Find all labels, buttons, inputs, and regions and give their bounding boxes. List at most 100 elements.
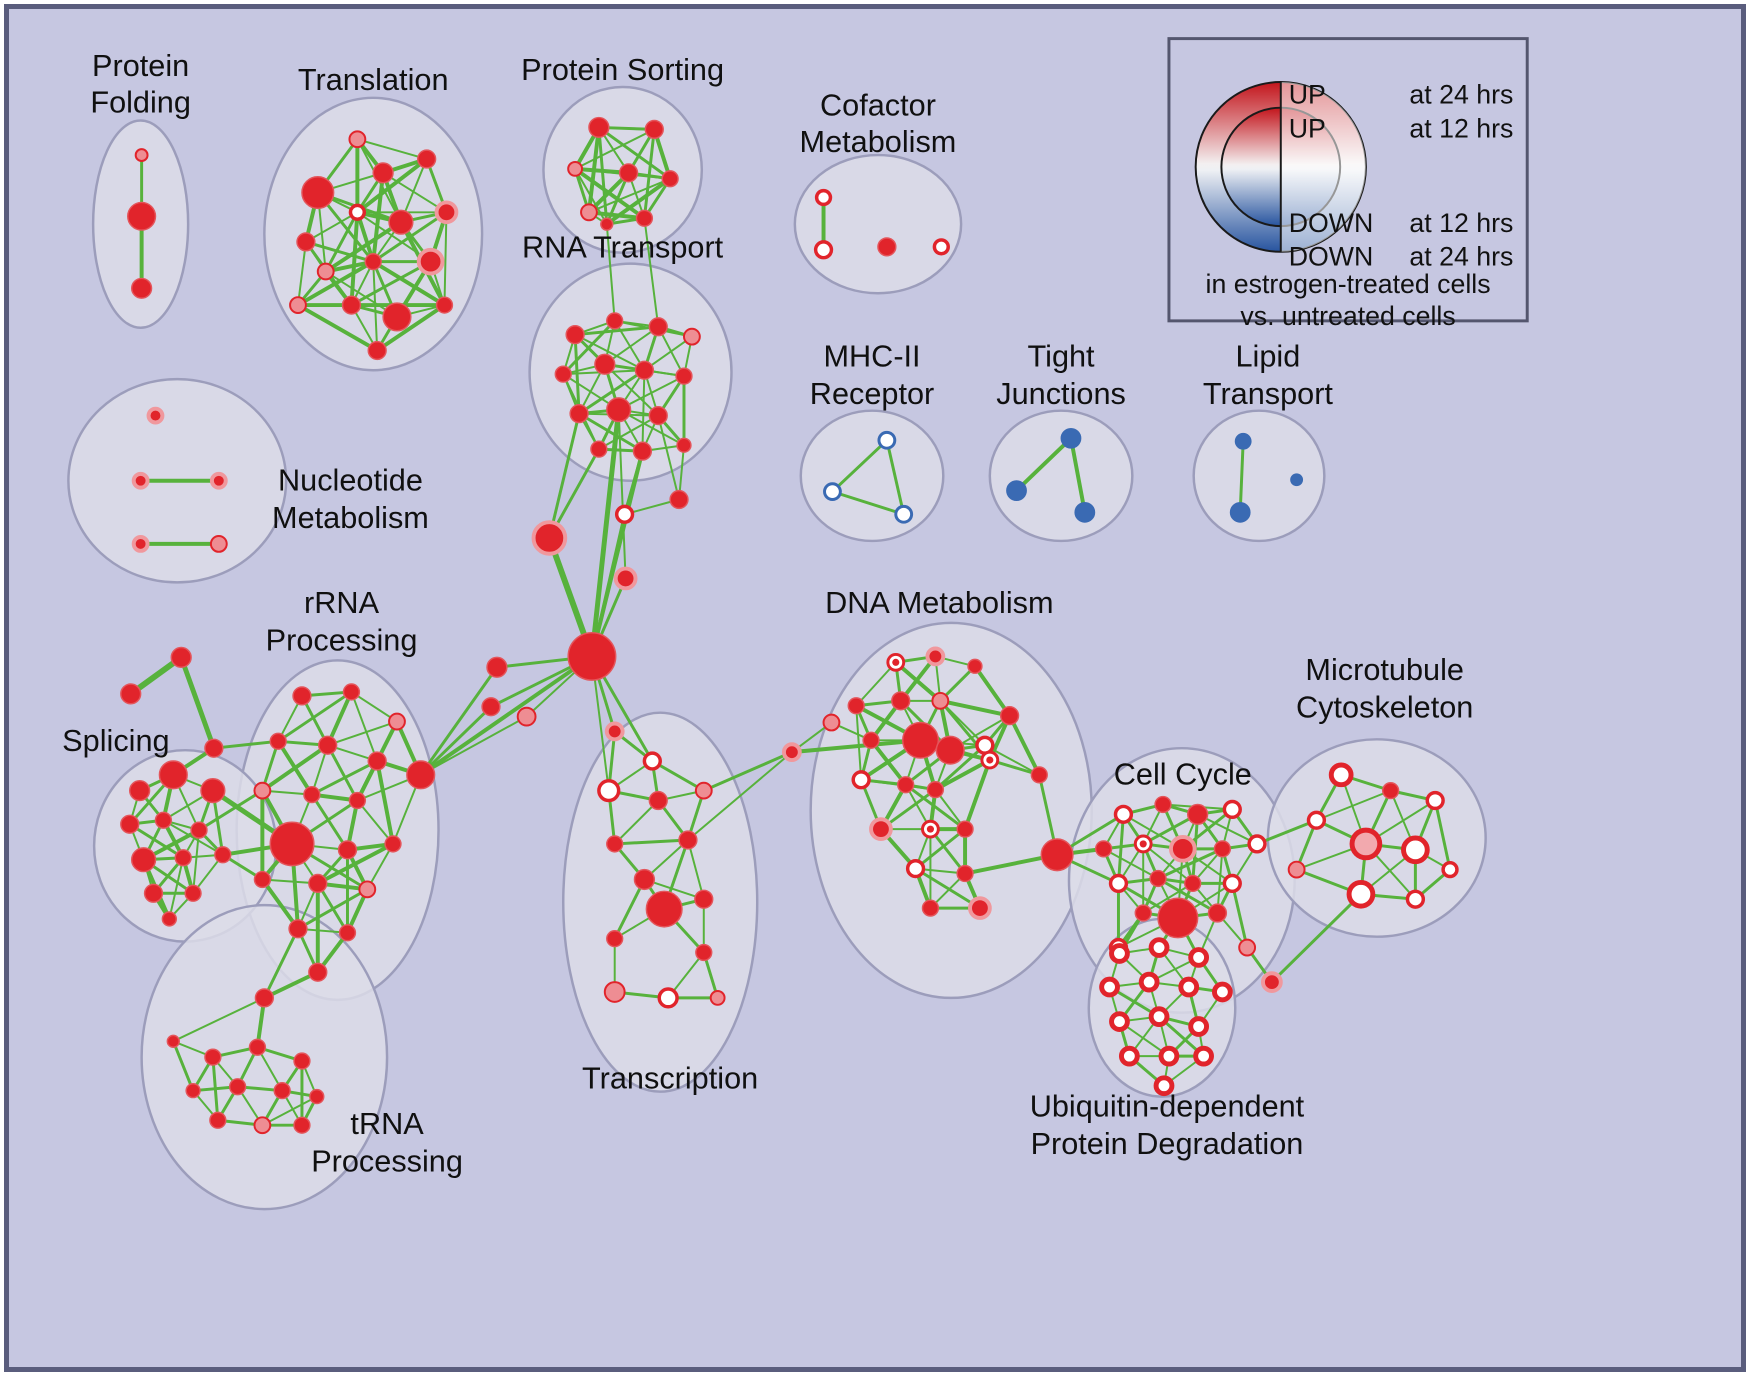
network-node-rrna-17[interactable] [338,924,357,942]
network-node-translation-13[interactable] [382,302,412,332]
node-circle[interactable] [1222,799,1242,820]
node-circle[interactable] [1094,840,1113,858]
node-circle[interactable] [388,712,406,731]
node-circle[interactable] [956,864,974,883]
node-circle[interactable] [935,735,965,765]
network-node-splicing-6[interactable] [130,847,157,873]
node-circle[interactable] [894,504,914,524]
network-node-trna-0[interactable] [254,988,274,1008]
network-node-ubiquitin-3[interactable] [1099,976,1120,998]
network-node-lipid-2[interactable] [1290,473,1304,487]
network-node-protein_sorting-0[interactable] [588,116,610,139]
network-node-ubiquitin-0[interactable] [1109,943,1130,964]
node-circle[interactable] [348,791,367,810]
node-circle[interactable] [161,911,178,927]
node-circle[interactable] [822,713,841,732]
node-circle[interactable] [1234,432,1252,450]
node-circle[interactable] [293,1052,311,1070]
network-node-translation-3[interactable] [417,149,437,169]
network-node-rna_transport-5[interactable] [594,353,616,375]
network-node-tight_junctions-1[interactable] [1006,480,1027,501]
node-circle[interactable] [851,770,871,790]
node-circle[interactable] [1118,1045,1140,1067]
node-circle[interactable] [1401,835,1430,865]
node-circle[interactable] [1168,835,1197,863]
node-circle[interactable] [146,406,165,425]
network-node-rrna-18[interactable] [308,962,328,982]
node-circle[interactable] [1006,480,1027,501]
network-node-dna_metabolism-22[interactable] [921,899,940,917]
node-circle[interactable] [154,811,173,829]
network-node-protein_folding-2[interactable] [130,277,153,299]
node-circle[interactable] [877,430,897,450]
network-node-dna_metabolism-9[interactable] [935,735,965,765]
node-circle[interactable] [367,340,387,361]
node-circle[interactable] [288,919,308,939]
node-circle[interactable] [648,405,668,426]
node-circle[interactable] [1184,874,1202,893]
network-node-ubiquitin-1[interactable] [1148,937,1170,958]
node-circle[interactable] [597,779,621,803]
network-node-free-3[interactable] [613,566,638,591]
network-node-dna_metabolism-17[interactable] [921,819,940,839]
network-node-lipid-0[interactable] [1234,432,1252,450]
node-circle[interactable] [606,835,624,853]
node-circle[interactable] [1213,840,1232,858]
node-circle[interactable] [1153,1075,1175,1097]
network-node-translation-4[interactable] [296,232,316,252]
network-node-cell_cycle-4[interactable] [1094,840,1113,858]
network-node-rrna-9[interactable] [348,791,367,810]
network-node-transcription-0[interactable] [604,721,625,742]
node-circle[interactable] [1157,897,1199,939]
node-circle[interactable] [633,868,656,891]
network-node-free-7[interactable] [516,706,537,727]
network-node-free-14[interactable] [822,713,841,732]
node-circle[interactable] [925,646,946,667]
node-circle[interactable] [337,840,358,860]
network-node-dna_metabolism-13[interactable] [897,776,915,794]
network-node-microtubule-8[interactable] [1405,889,1426,909]
node-circle[interactable] [1229,501,1251,523]
node-circle[interactable] [318,735,338,755]
network-node-free-13[interactable] [1260,971,1283,993]
network-node-rna_transport-8[interactable] [569,404,589,424]
network-node-ubiquitin-13[interactable] [1153,1075,1175,1097]
network-node-splicing-3[interactable] [120,814,140,834]
network-node-ubiquitin-2[interactable] [1188,947,1210,968]
network-node-rna_transport-4[interactable] [554,365,572,383]
network-node-cofactor-3[interactable] [932,238,950,256]
network-node-transcription-4[interactable] [648,790,668,811]
network-node-transcription-1[interactable] [642,751,662,771]
network-node-trna-4[interactable] [185,1083,201,1099]
network-node-translation-10[interactable] [416,247,445,276]
network-node-cell_cycle-15[interactable] [1207,903,1228,923]
network-node-rrna-0[interactable] [292,686,312,706]
node-circle[interactable] [342,683,361,701]
network-node-rna_transport-2[interactable] [648,317,668,337]
network-node-cofactor-1[interactable] [813,240,834,260]
node-circle[interactable] [1178,976,1200,998]
node-circle[interactable] [253,1116,272,1135]
node-circle[interactable] [388,209,414,235]
node-circle[interactable] [209,471,228,490]
node-circle[interactable] [1247,834,1267,854]
network-node-translation-9[interactable] [364,253,382,271]
node-circle[interactable] [613,566,638,591]
network-node-cofactor-0[interactable] [814,188,833,207]
node-circle[interactable] [348,203,367,221]
network-node-cell_cycle-3[interactable] [1222,799,1242,820]
network-node-cell_cycle-17[interactable] [1238,938,1257,957]
network-node-trna-6[interactable] [273,1082,291,1100]
network-node-cell_cycle-0[interactable] [1113,804,1134,824]
node-circle[interactable] [254,988,274,1008]
network-node-rna_transport-7[interactable] [675,367,693,385]
network-node-free-8[interactable] [781,742,802,763]
network-node-dna_metabolism-15[interactable] [926,781,945,799]
node-circle[interactable] [1148,937,1170,958]
network-node-rrna-4[interactable] [318,735,338,755]
network-node-splicing-1[interactable] [158,760,188,790]
node-circle[interactable] [675,367,693,385]
network-node-free-11[interactable] [170,646,192,669]
network-node-translation-15[interactable] [367,340,387,361]
node-circle[interactable] [143,883,164,903]
